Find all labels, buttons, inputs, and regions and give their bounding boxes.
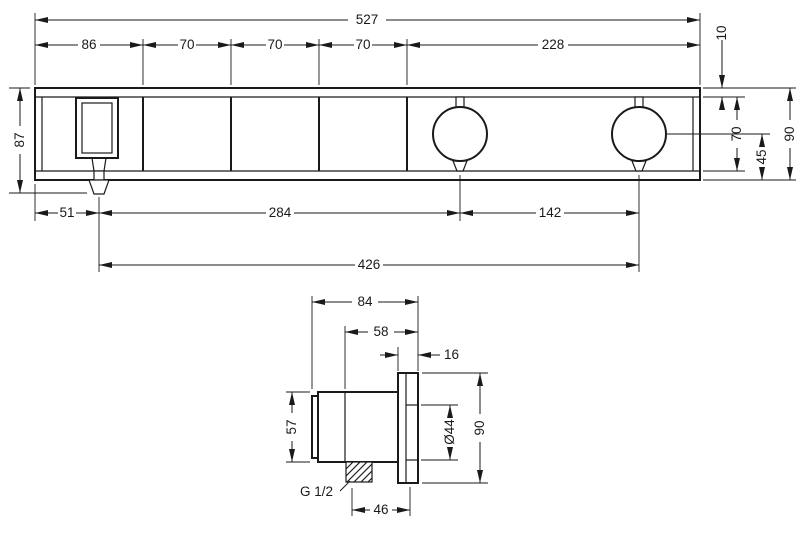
dim-escutcheon-thickness-label: 16 [444, 347, 459, 362]
dim-outlet-offset: 46 [352, 502, 410, 517]
dim-spout-to-knob-label: 284 [269, 205, 292, 220]
dim-face-height-label: 70 [729, 126, 744, 141]
dim-segment-4: 70 [319, 37, 407, 52]
dim-overall-height-right-label: 90 [782, 126, 797, 141]
dim-segment-1: 86 [35, 37, 143, 52]
dim-center-to-bottom-label: 45 [754, 149, 769, 164]
dim-overall-height-left: 87 [12, 88, 27, 193]
dim-wall-to-front-label: 58 [373, 324, 388, 339]
dim-segment-3: 70 [231, 37, 319, 52]
select-paddle [75, 97, 119, 195]
faceplate [34, 87, 701, 181]
knob-left [432, 96, 488, 172]
dim-total-width-label: 527 [356, 12, 379, 27]
dim-face-height: 70 [729, 97, 744, 171]
dim-edge-to-spout: 51 [35, 205, 99, 220]
dim-total-depth: 84 [312, 294, 418, 309]
dim-outlet-offset-label: 46 [373, 502, 388, 517]
valve-body [311, 391, 399, 463]
dim-sleeve-diameter-label: Ø44 [442, 419, 457, 445]
escutcheon [397, 372, 419, 484]
dim-spout-to-knob: 284 [99, 205, 460, 220]
dim-segment-5-label: 228 [542, 37, 565, 52]
knob-right [611, 96, 667, 172]
thread-size-label: G 1/2 [300, 484, 333, 499]
dim-body-height-label: 57 [284, 419, 299, 434]
dim-knob-spacing-label: 142 [539, 205, 562, 220]
dim-edge-to-spout-label: 51 [59, 205, 74, 220]
dim-segment-5: 228 [407, 37, 700, 52]
dim-total-width: 527 [35, 12, 700, 27]
dim-top-offset: 10 [714, 25, 729, 110]
dim-overall-height-right: 90 [782, 88, 797, 180]
dim-spout-to-last-knob-label: 426 [358, 257, 381, 272]
thread-callout: G 1/2 [300, 480, 351, 499]
dim-sleeve-diameter: Ø44 [442, 405, 457, 460]
dim-escutcheon-height: 90 [472, 373, 487, 483]
dim-total-depth-label: 84 [357, 294, 373, 309]
thread-nipple [345, 461, 373, 483]
dim-segment-1-label: 86 [81, 37, 96, 52]
dim-wall-to-front: 58 [345, 324, 418, 339]
dim-center-to-bottom: 45 [754, 134, 769, 180]
dim-spout-to-last-knob: 426 [99, 257, 639, 272]
dim-escutcheon-height-label: 90 [472, 420, 487, 435]
dim-knob-spacing: 142 [460, 205, 639, 220]
dim-overall-height-left-label: 87 [12, 132, 27, 147]
dim-body-height: 57 [284, 392, 299, 462]
dim-segment-2-label: 70 [179, 37, 194, 52]
dim-segment-4-label: 70 [355, 37, 370, 52]
spout-nub [88, 179, 110, 195]
knob-right-circle [611, 106, 667, 162]
knob-left-circle [432, 106, 488, 162]
dim-top-offset-label: 10 [714, 25, 729, 40]
dim-segment-2: 70 [143, 37, 231, 52]
dim-escutcheon-thickness: 16 [380, 347, 459, 362]
dim-segment-3-label: 70 [267, 37, 282, 52]
